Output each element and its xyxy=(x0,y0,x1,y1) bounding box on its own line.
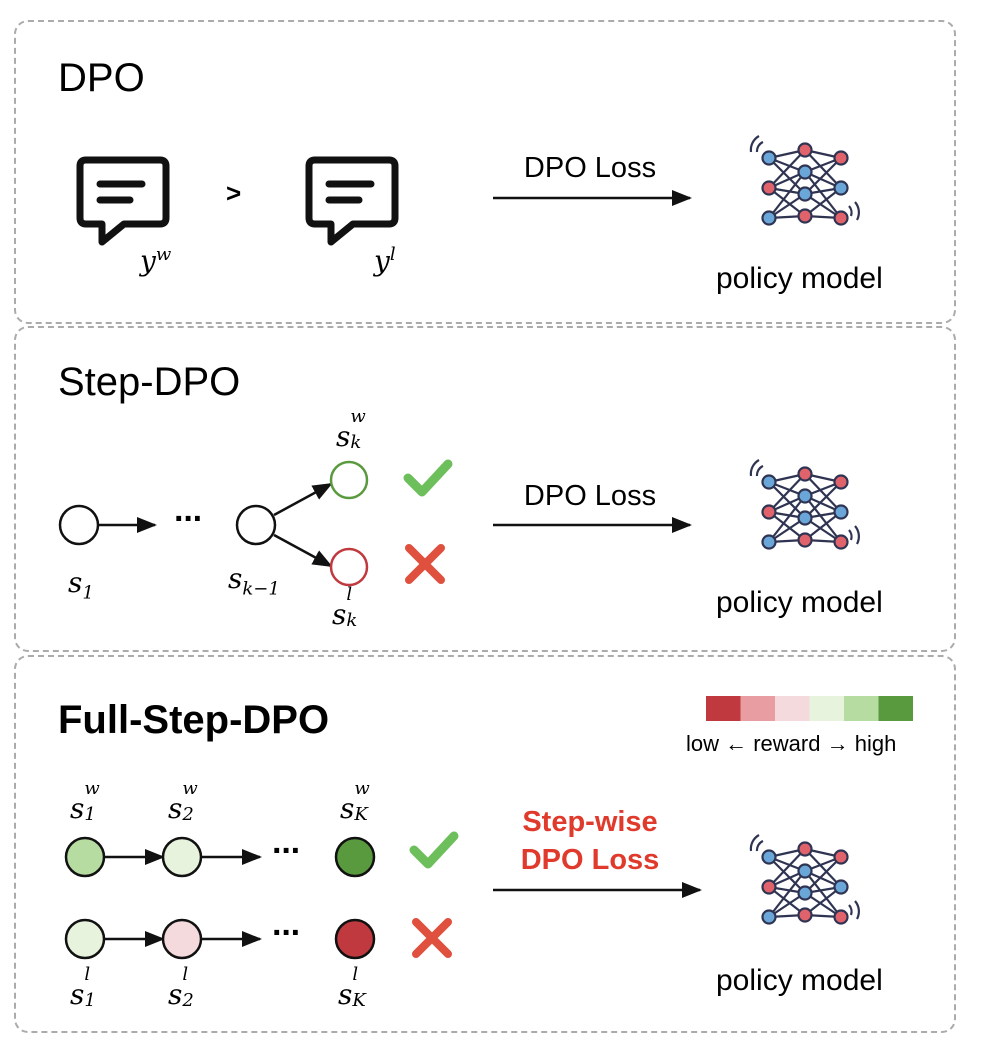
stepwise-loss-label-line2: DPO Loss xyxy=(520,844,660,876)
chat-bubble-icon xyxy=(309,160,395,242)
state-node xyxy=(235,504,277,546)
panel-title: Step-DPO xyxy=(58,360,241,404)
check-icon xyxy=(408,464,448,492)
panel-title: DPO xyxy=(58,56,145,100)
neural-network-icon xyxy=(749,833,860,925)
branch-arrow-lose xyxy=(273,533,333,568)
lose-chain-node xyxy=(334,918,376,960)
branch-arrow-win xyxy=(273,482,333,517)
check-icon xyxy=(414,836,454,864)
model-label: policy model xyxy=(716,586,883,619)
reward-color-scale xyxy=(706,696,913,721)
reward-legend-label: low ← reward → high xyxy=(686,731,897,756)
win-chain-node xyxy=(161,836,203,878)
cross-icon xyxy=(409,548,441,580)
model-label: policy model xyxy=(716,964,883,997)
reward-scale-swatch xyxy=(809,696,844,721)
cross-icon xyxy=(416,922,448,954)
ellipsis: ··· xyxy=(272,914,302,952)
panel-title: Full-Step-DPO xyxy=(58,698,330,742)
reward-scale-swatch xyxy=(844,696,879,721)
loser-label: yl xyxy=(374,244,396,278)
win-state-node xyxy=(329,460,369,500)
reward-scale-swatch xyxy=(878,696,913,721)
lose-chain-node xyxy=(64,918,106,960)
reward-scale-swatch xyxy=(775,696,810,721)
loss-label: DPO Loss xyxy=(523,152,657,184)
winner-label: yw xyxy=(140,244,172,278)
lose-state-node xyxy=(329,547,369,587)
lose-chain-node xyxy=(161,918,203,960)
step-dpo-panel xyxy=(14,326,956,652)
ellipsis: ··· xyxy=(174,500,204,538)
state-node xyxy=(58,504,100,546)
chat-bubble-icon xyxy=(80,160,166,242)
reward-scale-swatch xyxy=(706,696,741,721)
reward-scale-swatch xyxy=(740,696,775,721)
win-chain-node xyxy=(334,836,376,878)
state-label: sk−1 xyxy=(228,562,280,600)
preference-symbol: > xyxy=(226,178,242,208)
loss-label: DPO Loss xyxy=(523,480,657,512)
neural-network-icon xyxy=(749,458,860,550)
model-label: policy model xyxy=(716,262,883,295)
stepwise-loss-label-line1: Step-wise xyxy=(522,806,658,838)
neural-network-icon xyxy=(749,134,860,226)
ellipsis: ··· xyxy=(272,832,302,870)
win-chain-node xyxy=(64,836,106,878)
state-label: s1 xyxy=(68,566,94,604)
